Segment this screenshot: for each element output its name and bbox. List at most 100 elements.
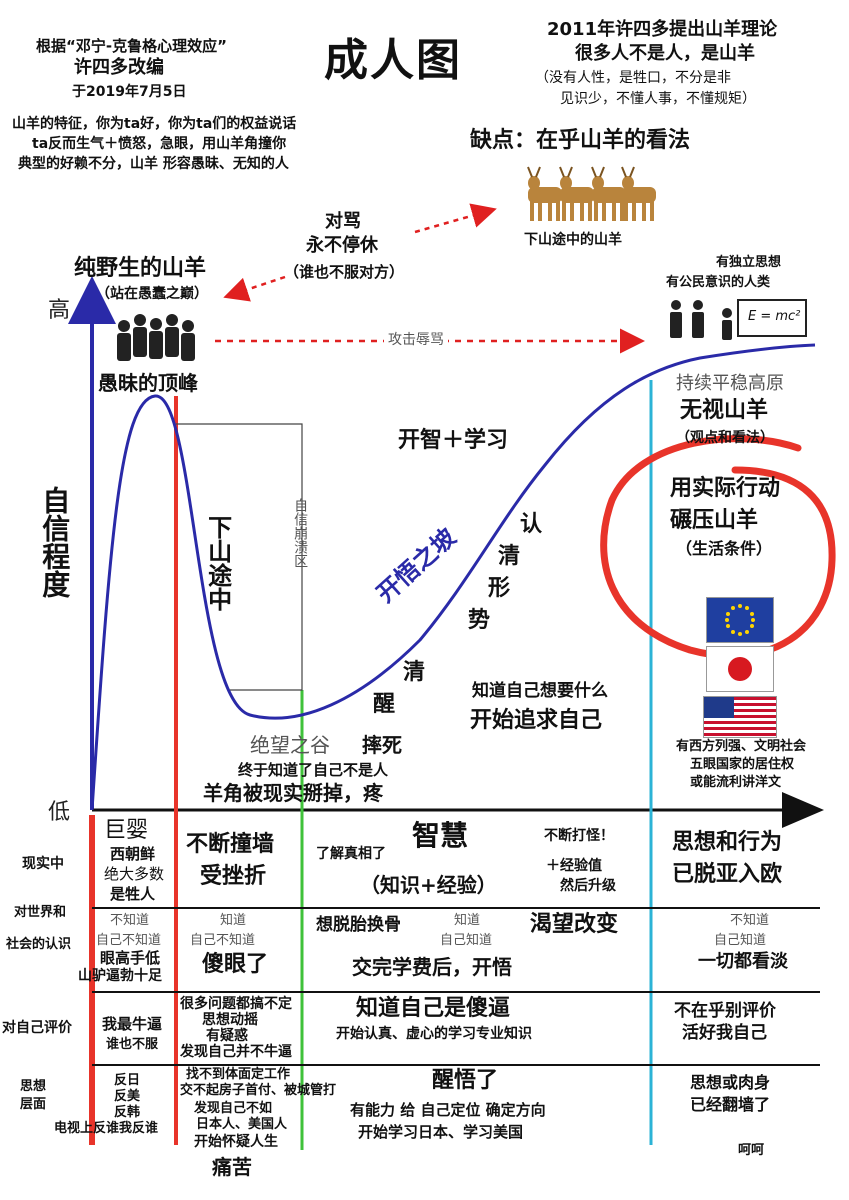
eu-flag-icon [706,597,774,643]
c1-livestock: 是牲人 [110,885,156,903]
independent-line-2: 有公民意识的人类 [666,275,771,290]
c2-not-great: 发现自己并不牛逼 [180,1044,292,1060]
horn-label: 羊角被现实掰掉，疼 [203,781,383,805]
c2-no-job: 找不到体面定工作 [186,1067,291,1082]
plateau-label: 持续平稳高原 [676,373,784,394]
c3-study-hard: 开始认真、虚心的学习专业知识 [336,1026,532,1042]
c3-direction: 有能力 给 自己定位 确定方向 [350,1101,546,1119]
c1-west-korea: 西朝鲜 [110,845,156,863]
c3-truth: 了解真相了 [316,846,386,862]
fall-label: 摔死 [362,733,402,757]
header-theory: 2011年许四多提出山羊理论 [547,19,778,40]
c2-doubt-life: 开始怀疑人生 [194,1134,278,1150]
c2-know: 知道 [220,913,247,928]
attack-label: 攻击辱骂 [384,332,448,349]
collapse-zone-outline [176,423,303,691]
peak-label: 愚昧的顶峰 [98,371,198,395]
c4-leave-asia: 已脱亚入欧 [672,862,783,887]
quarrel-forever: 永不停休 [306,235,378,256]
wake-char-2: 醒 [373,692,396,717]
c1-i-best: 我最牛逼 [102,1015,163,1033]
c1-not-know: 不知道 [110,913,150,928]
us-flag-icon [703,696,777,738]
c3-reborn: 想脱胎换骨 [316,915,401,935]
see-char-3: 形 [488,576,511,601]
c1-self-not-know: 自己不知道 [96,933,162,948]
intro-line-1: 山羊的特征，你为ta好，你为ta们的权益说话 [12,116,297,132]
c2-inferior: 发现自己不如 [194,1101,273,1116]
c1-stubborn: 山驴逼勃十足 [78,968,162,984]
quarrel-title: 对骂 [325,211,361,232]
c1-majority: 绝大多数 [104,865,165,883]
c1-high-eyes: 眼高手低 [100,949,161,967]
countries-line-3: 或能流利讲洋文 [690,775,782,790]
c3-level-up: 然后升级 [560,878,616,894]
independent-line-1: 有独立思想 [716,255,782,270]
quarrel-note: （谁也不服对方） [284,263,405,281]
c1-no-obey: 谁也不服 [106,1037,159,1052]
c3-learn-west: 开始学习日本、学习美国 [358,1123,524,1141]
c4-mind-body: 思想或肉身 [690,1073,771,1092]
quarrel-arrow-left [223,275,286,302]
row-label-thought-1: 思想 [20,1079,47,1094]
c2-stunned: 傻眼了 [202,952,269,977]
c4-thought-action: 思想和行为 [672,830,783,855]
c3-self-know: 自己知道 [440,933,493,948]
see-char-4: 势 [468,608,491,633]
c2-pain: 痛苦 [212,1155,252,1179]
wild-goat-title: 纯野生的山羊 [74,256,207,281]
row-label-thought-2: 层面 [20,1097,47,1112]
header-def-2: 见识少，不懂人事，不懂规矩） [560,91,756,107]
c3-exp-points: ＋经验值 [546,858,602,874]
c2-doubt: 有疑惑 [206,1028,248,1044]
ignore-goats-label: 无视山羊 [680,398,769,423]
japan-flag-icon [706,646,774,692]
action-line-3: （生活条件） [676,539,773,558]
collapse-label: 自信崩溃区 [292,498,309,568]
c1-giant-baby: 巨婴 [104,818,149,843]
axis-low: 低 [48,800,71,825]
c2-waver: 思想动摇 [202,1012,258,1028]
c3-know-foolish: 知道自己是傻逼 [356,996,511,1021]
goat-caption: 下山途中的山羊 [524,232,622,248]
see-char-2: 清 [498,544,521,569]
row-label-world-1: 对世界和 [14,905,67,920]
c1-anti-korea: 反韩 [114,1105,141,1120]
action-line-1: 用实际行动 [670,476,781,501]
header-date: 于2019年7月5日 [72,84,187,100]
c2-hit-wall: 不断撞墙 [186,832,275,857]
c2-cant-solve: 很多问题都搞不定 [180,996,292,1012]
countries-line-2: 五眼国家的居住权 [690,757,795,772]
valley-label: 绝望之谷 [250,733,330,757]
goat-weakness: 缺点：在乎山羊的看法 [470,128,691,153]
c2-foreigners: 日本人、美国人 [196,1117,288,1132]
header-def-1: （没有人性，是牲口，不分是非 [535,70,731,86]
ignore-sub-label: （观点和看法） [676,430,774,446]
row-label-self: 对自己评价 [2,1020,72,1036]
confidence-curve [90,343,816,811]
intro-line-2: ta反而生气＋愤怒，急眼，用山羊角撞你 [32,136,287,152]
learning-label: 开智＋学习 [398,428,509,453]
c2-no-house: 交不起房子首付、被城管打 [180,1083,337,1098]
header-author: 许四多改编 [74,57,164,78]
c1-anti-japan: 反日 [114,1073,141,1088]
c3-know: 知道 [454,913,481,928]
pursue-label: 开始追求自己 [470,708,603,733]
want-label: 知道自己想要什么 [472,681,608,701]
countries-line-1: 有西方列强、文明社会 [676,739,807,754]
c2-self-not-know: 自己不知道 [190,933,256,948]
row-label-world-2: 社会的认识 [6,937,72,952]
wake-char-1: 清 [403,660,426,685]
c1-anti-us: 反美 [114,1089,141,1104]
header-not-human: 很多人不是人，是山羊 [575,43,755,64]
see-char-1: 认 [520,512,543,537]
header-basis: 根据“邓宁-克鲁格心理效应” [36,37,227,55]
scientist-icon [670,299,807,340]
c4-live-well: 活好我自己 [682,1023,767,1043]
highlight-circle [600,435,836,660]
action-line-2: 碾压山羊 [670,508,759,533]
c4-ignore-eval: 不在乎别评价 [674,1001,776,1021]
crowd-icon [117,314,195,361]
realize-label: 终于知道了自己不是人 [238,761,389,779]
